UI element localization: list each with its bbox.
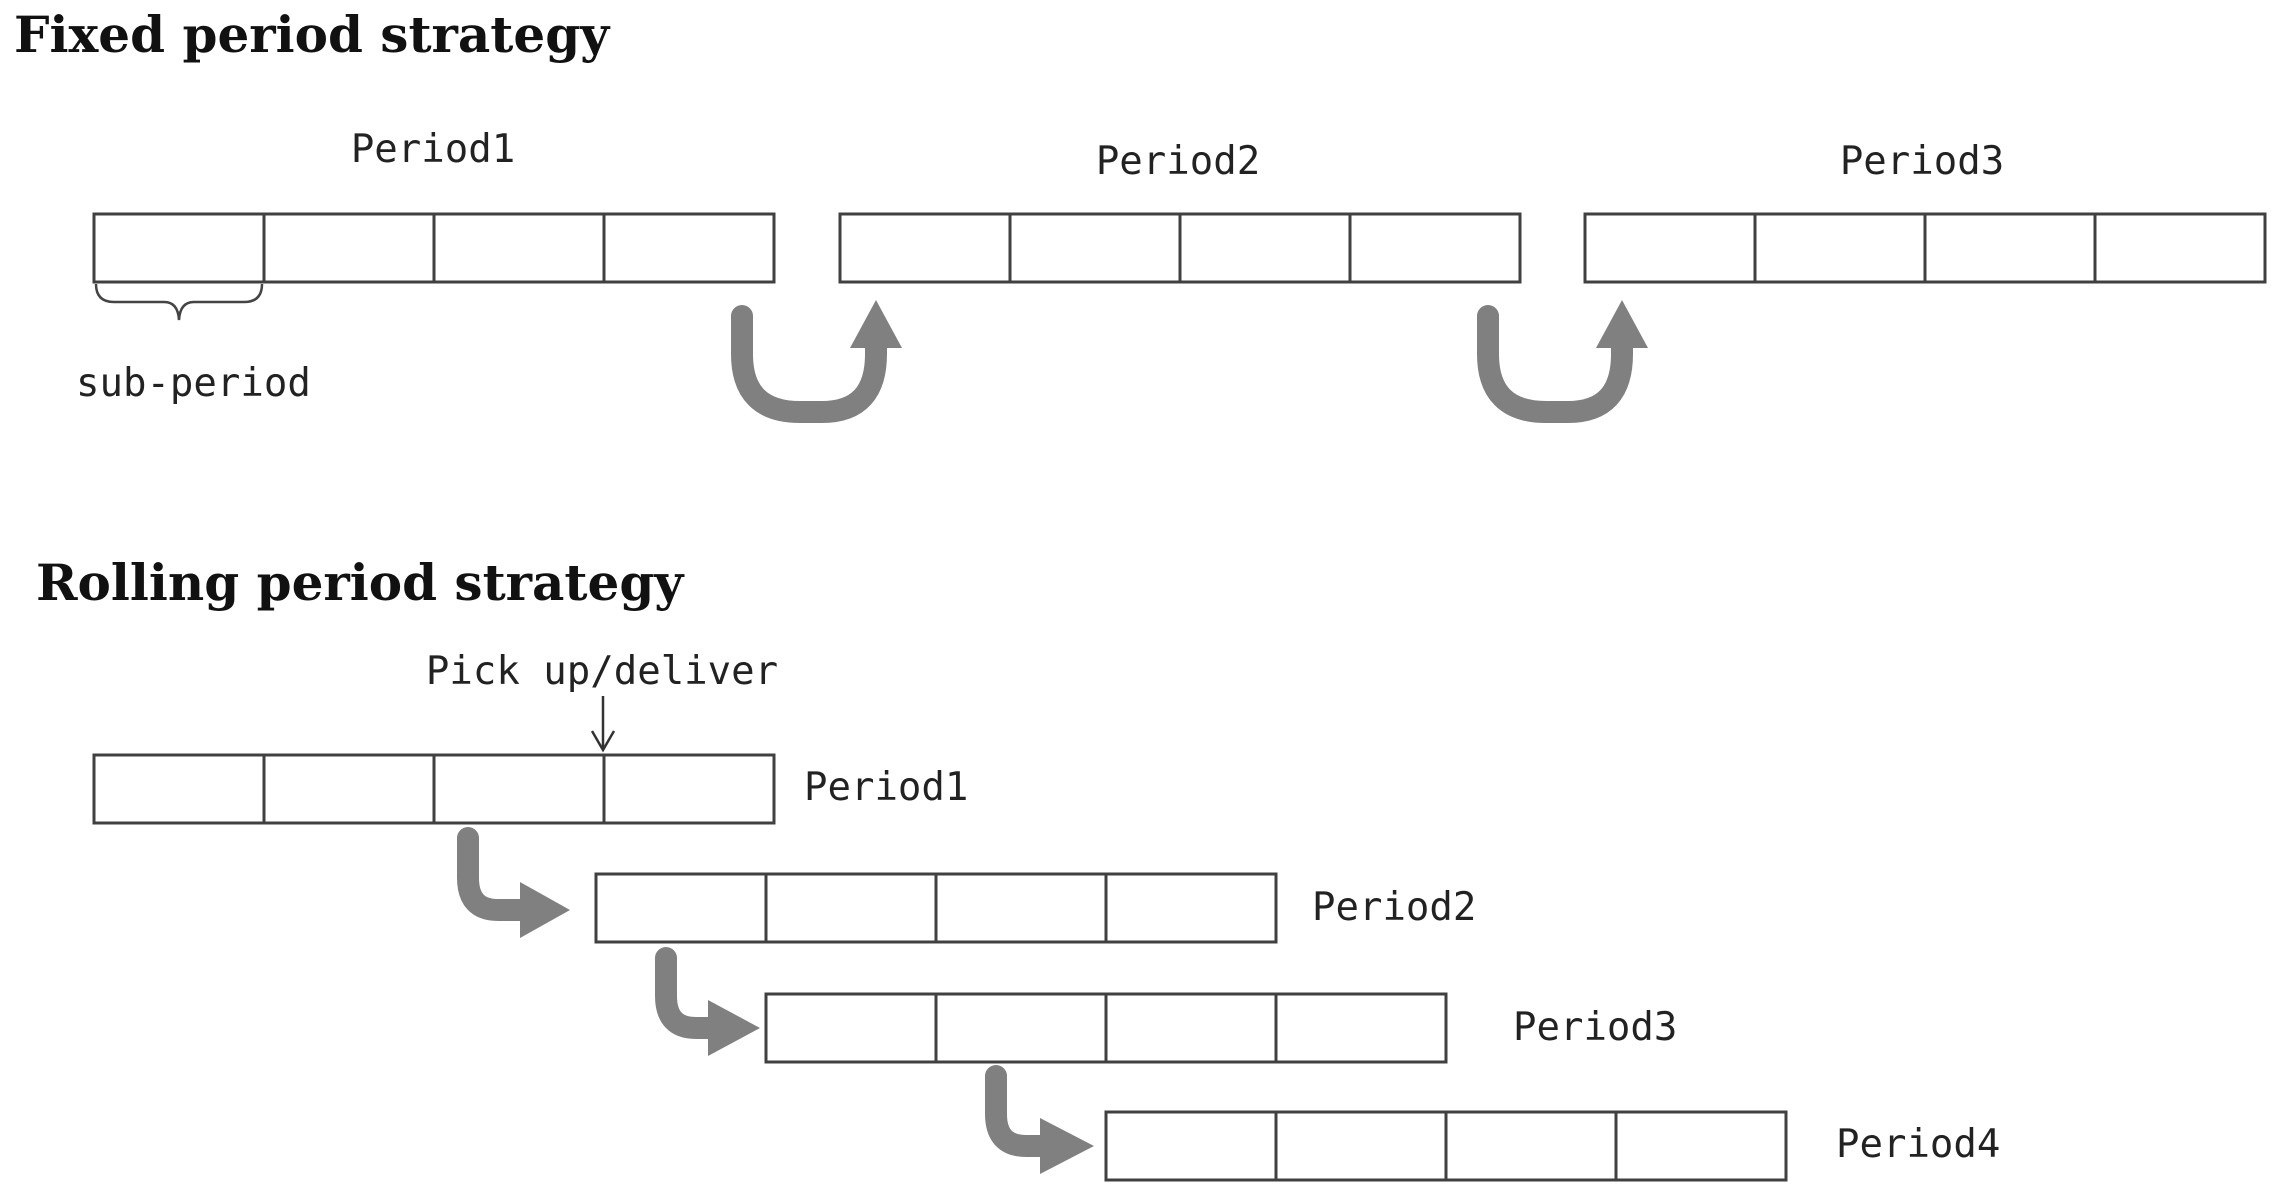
rolling-period2-cell-2: [764, 872, 938, 944]
fixed-period3-cell-3: [1923, 212, 2097, 284]
fixed-period2-cell-3: [1178, 212, 1352, 284]
rolling-period3-bar: [764, 992, 1448, 1064]
rolling-period4-cell-1: [1104, 1110, 1278, 1182]
rolling-period4-bar: [1104, 1110, 1788, 1182]
sub-period-label: sub-period: [76, 361, 311, 406]
fixed-period2-cell-4: [1348, 212, 1522, 284]
rolling-transition-arrow-2: [655, 947, 760, 1056]
fixed-period3-cell-1: [1583, 212, 1757, 284]
fixed-strategy-title: Fixed period strategy: [14, 5, 611, 64]
pickup-deliver-label: Pick up/deliver: [426, 649, 778, 694]
rolling-period4-cell-3: [1444, 1110, 1618, 1182]
pickup-deliver-pointer-icon: [590, 696, 616, 753]
rolling-period2-bar: [594, 872, 1278, 944]
rolling-period3-cell-4: [1274, 992, 1448, 1064]
fixed-period1-cell-4: [602, 212, 776, 284]
fixed-period3-label: Period3: [1840, 139, 2004, 184]
sub-period-brace: [94, 283, 264, 321]
rolling-period2-cell-1: [594, 872, 768, 944]
rolling-period1-cell-1: [92, 753, 266, 825]
rolling-strategy-title: Rolling period strategy: [36, 553, 685, 612]
rolling-period3-label: Period3: [1513, 1005, 1677, 1050]
fixed-transition-arrow-2: [1477, 300, 1648, 423]
fixed-period1-cell-1: [92, 212, 266, 284]
fixed-strategy-section: Fixed period strategy Period1 sub-period…: [14, 5, 2267, 423]
fixed-period1-cell-2: [262, 212, 436, 284]
rolling-period1-cell-2: [262, 753, 436, 825]
fixed-period2-cell-1: [838, 212, 1012, 284]
fixed-period2-bar: [838, 212, 1522, 284]
fixed-period1-bar: [92, 212, 776, 284]
rolling-period1-label: Period1: [804, 765, 968, 810]
rolling-period1-cell-4: [602, 753, 776, 825]
rolling-period4-cell-2: [1274, 1110, 1448, 1182]
rolling-period4-cell-4: [1614, 1110, 1788, 1182]
fixed-transition-arrow-1: [731, 300, 902, 423]
fixed-period1-cell-3: [432, 212, 606, 284]
fixed-period3-cell-2: [1753, 212, 1927, 284]
fixed-period3-cell-4: [2093, 212, 2267, 284]
fixed-period1-label: Period1: [351, 127, 515, 172]
rolling-period1-bar: [92, 753, 776, 825]
fixed-period2-cell-2: [1008, 212, 1182, 284]
rolling-period2-label: Period2: [1312, 885, 1476, 930]
rolling-period3-cell-1: [764, 992, 938, 1064]
rolling-period1-cell-3: [432, 753, 606, 825]
rolling-transition-arrow-3: [985, 1065, 1094, 1174]
rolling-period3-cell-3: [1104, 992, 1278, 1064]
fixed-period2-label: Period2: [1096, 139, 1260, 184]
rolling-strategy-section: Rolling period strategy Pick up/deliver …: [36, 553, 2000, 1182]
rolling-period3-cell-2: [934, 992, 1108, 1064]
rolling-period2-cell-4: [1104, 872, 1278, 944]
fixed-period3-bar: [1583, 212, 2267, 284]
rolling-transition-arrow-1: [457, 827, 570, 938]
rolling-period4-label: Period4: [1836, 1122, 2000, 1167]
rolling-period2-cell-3: [934, 872, 1108, 944]
